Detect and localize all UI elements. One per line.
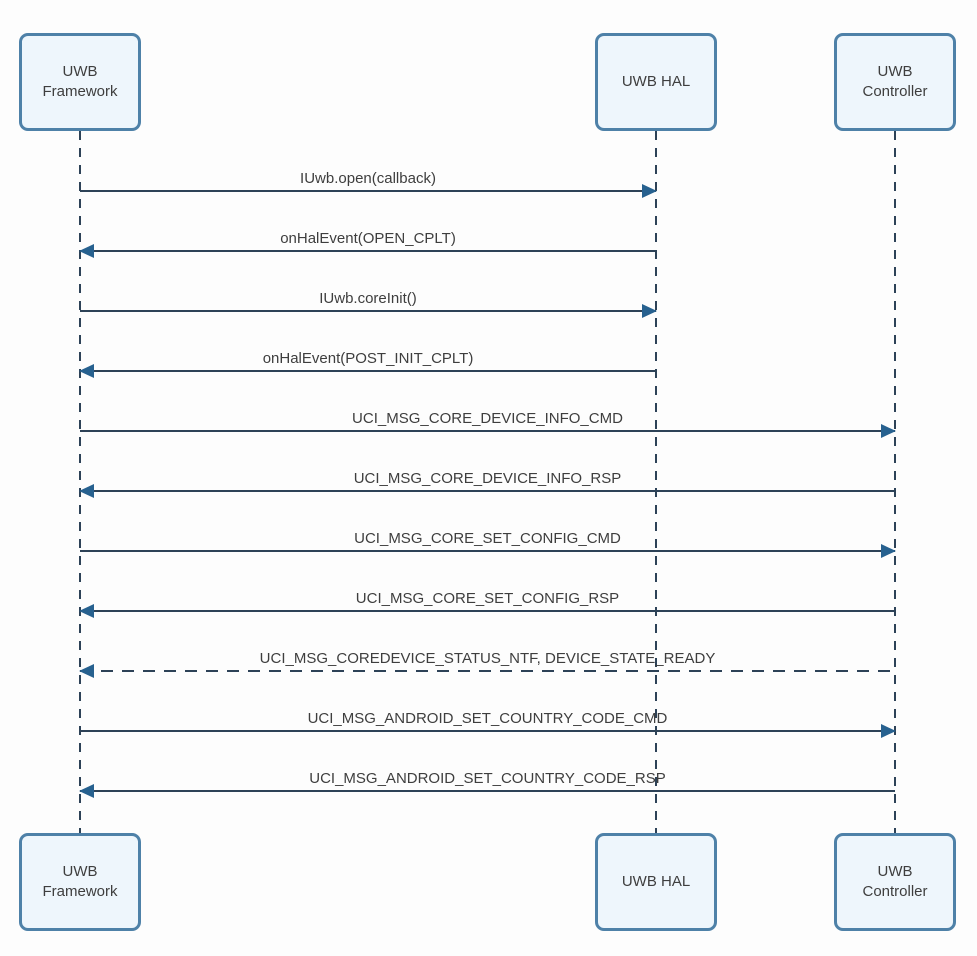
actor-box-top-uwb-controller: UWB Controller [834, 33, 956, 131]
arrowhead-left-icon [79, 364, 94, 378]
arrowhead-right-icon [881, 544, 896, 558]
actor-box-bottom-uwb-hal: UWB HAL [595, 833, 717, 931]
message-line [80, 430, 895, 432]
lifeline-uwb-hal [655, 131, 657, 833]
arrowhead-left-icon [79, 484, 94, 498]
actor-label: UWB Controller [862, 862, 928, 900]
message-6: UCI_MSG_CORE_SET_CONFIG_CMD [80, 521, 896, 558]
message-9: UCI_MSG_ANDROID_SET_COUNTRY_CODE_CMD [80, 701, 896, 738]
message-label: onHalEvent(OPEN_CPLT) [280, 230, 456, 247]
actor-box-top-uwb-framework: UWB Framework [19, 33, 141, 131]
actor-label: UWB Framework [42, 62, 118, 100]
message-label: UCI_MSG_CORE_DEVICE_INFO_CMD [352, 410, 623, 427]
message-7: UCI_MSG_CORE_SET_CONFIG_RSP [79, 581, 895, 618]
message-4: UCI_MSG_CORE_DEVICE_INFO_CMD [80, 401, 896, 438]
message-line [80, 790, 895, 792]
actor-label: UWB HAL [621, 872, 691, 890]
message-line [80, 670, 895, 672]
message-label: UCI_MSG_ANDROID_SET_COUNTRY_CODE_CMD [307, 710, 668, 727]
message-0: IUwb.open(callback) [80, 161, 657, 198]
actor-label: UWB Controller [862, 62, 928, 100]
arrowhead-left-icon [79, 244, 94, 258]
message-line [80, 310, 656, 312]
message-1: onHalEvent(OPEN_CPLT) [79, 221, 656, 258]
message-label: UCI_MSG_CORE_SET_CONFIG_CMD [354, 530, 621, 547]
arrowhead-right-icon [642, 184, 657, 198]
actor-box-top-uwb-hal: UWB HAL [595, 33, 717, 131]
arrowhead-right-icon [642, 304, 657, 318]
lifeline-uwb-controller [894, 131, 896, 833]
arrowhead-left-icon [79, 664, 94, 678]
arrowhead-right-icon [881, 724, 896, 738]
actor-label: UWB HAL [621, 72, 691, 90]
message-5: UCI_MSG_CORE_DEVICE_INFO_RSP [79, 461, 895, 498]
message-label: UCI_MSG_COREDEVICE_STATUS_NTF, DEVICE_ST… [259, 650, 716, 667]
message-line [80, 550, 895, 552]
message-line [80, 490, 895, 492]
message-10: UCI_MSG_ANDROID_SET_COUNTRY_CODE_RSP [79, 761, 895, 798]
message-label: IUwb.coreInit() [319, 290, 417, 307]
actor-label: UWB Framework [42, 862, 118, 900]
message-label: UCI_MSG_CORE_DEVICE_INFO_RSP [353, 470, 622, 487]
message-2: IUwb.coreInit() [80, 281, 657, 318]
actor-box-bottom-uwb-framework: UWB Framework [19, 833, 141, 931]
message-label: UCI_MSG_CORE_SET_CONFIG_RSP [355, 590, 620, 607]
message-line [80, 250, 656, 252]
message-label: IUwb.open(callback) [300, 170, 436, 187]
actor-box-bottom-uwb-controller: UWB Controller [834, 833, 956, 931]
message-label: onHalEvent(POST_INIT_CPLT) [262, 350, 474, 367]
message-line [80, 190, 656, 192]
message-8: UCI_MSG_COREDEVICE_STATUS_NTF, DEVICE_ST… [79, 641, 895, 678]
arrowhead-left-icon [79, 604, 94, 618]
arrowhead-left-icon [79, 784, 94, 798]
message-line [80, 730, 895, 732]
message-3: onHalEvent(POST_INIT_CPLT) [79, 341, 656, 378]
arrowhead-right-icon [881, 424, 896, 438]
message-label: UCI_MSG_ANDROID_SET_COUNTRY_CODE_RSP [309, 770, 666, 787]
message-line [80, 370, 656, 372]
message-line [80, 610, 895, 612]
lifeline-uwb-framework [79, 131, 81, 833]
